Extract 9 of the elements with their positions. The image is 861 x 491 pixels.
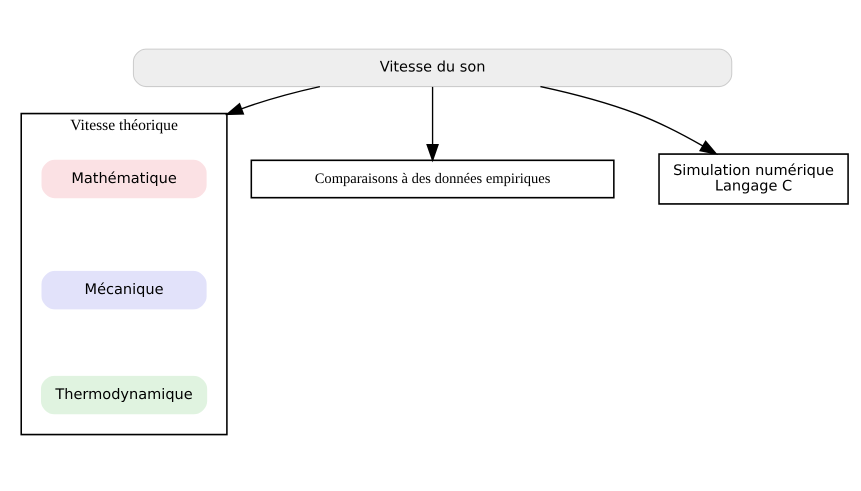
node-box: Vitesse du son bbox=[132, 48, 732, 87]
node-box: Simulation numérique Langage C bbox=[658, 152, 849, 204]
arrow bbox=[225, 85, 320, 115]
node-box: Comparaisons à des données empiriques bbox=[250, 159, 615, 198]
arrow bbox=[540, 85, 718, 154]
node-box: Thermodynamique bbox=[40, 375, 208, 414]
arrow bbox=[426, 86, 439, 162]
node-box: Mécanique bbox=[41, 270, 207, 309]
node-box: Mathématique bbox=[41, 159, 207, 198]
